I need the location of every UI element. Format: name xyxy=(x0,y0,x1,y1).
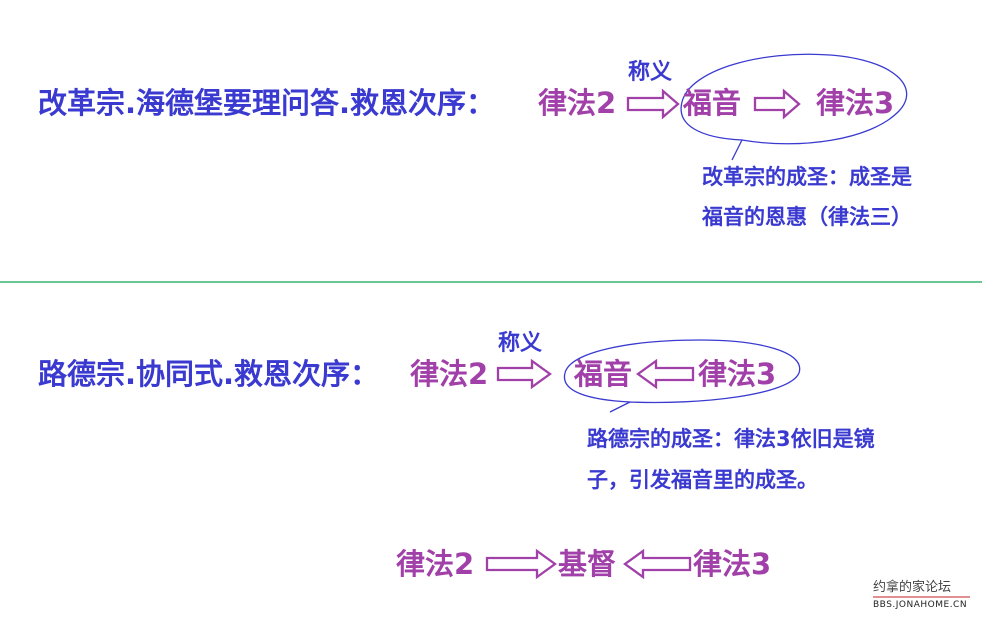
watermark-forum-url: BBS.JONAHOME.CN xyxy=(873,600,968,610)
hollow-arrow-1a xyxy=(626,88,680,120)
hollow-arrow-3b xyxy=(623,548,692,580)
lutheran-step-law3: 律法3 xyxy=(698,357,777,391)
speech-bubble-1 xyxy=(680,53,908,161)
lutheran-note-line2: 子，引发福音里的成圣。 xyxy=(587,468,818,492)
hollow-arrow-2a xyxy=(496,358,552,390)
reformed-note-line1: 改革宗的成圣：成圣是 xyxy=(702,165,912,189)
hollow-arrow-3a xyxy=(485,548,557,580)
reformed-justification-label: 称义 xyxy=(628,60,673,85)
summary-law2: 律法2 xyxy=(396,547,475,581)
hollow-arrow-1b xyxy=(753,88,801,120)
lutheran-step-law2: 律法2 xyxy=(410,357,489,391)
reformed-step-law2: 律法2 xyxy=(538,86,617,120)
reformed-title: 改革宗.海德堡要理问答.救恩次序： xyxy=(38,86,496,120)
lutheran-title: 路德宗.协同式.救恩次序： xyxy=(38,357,380,391)
lutheran-note-line1: 路德宗的成圣：律法3依旧是镜 xyxy=(587,427,875,451)
speech-bubble-2 xyxy=(563,339,801,413)
watermark-forum-name: 约拿的家论坛 xyxy=(873,580,952,595)
reformed-step-gospel: 福音 xyxy=(683,86,742,120)
hollow-arrow-2b xyxy=(636,358,695,390)
lutheran-justification-label: 称义 xyxy=(498,331,543,356)
reformed-note-line2: 福音的恩惠（律法三） xyxy=(702,205,912,229)
summary-law3: 律法3 xyxy=(693,547,772,581)
lutheran-step-gospel: 福音 xyxy=(574,357,633,391)
summary-christ: 基督 xyxy=(558,547,617,581)
reformed-step-law3: 律法3 xyxy=(816,86,895,120)
